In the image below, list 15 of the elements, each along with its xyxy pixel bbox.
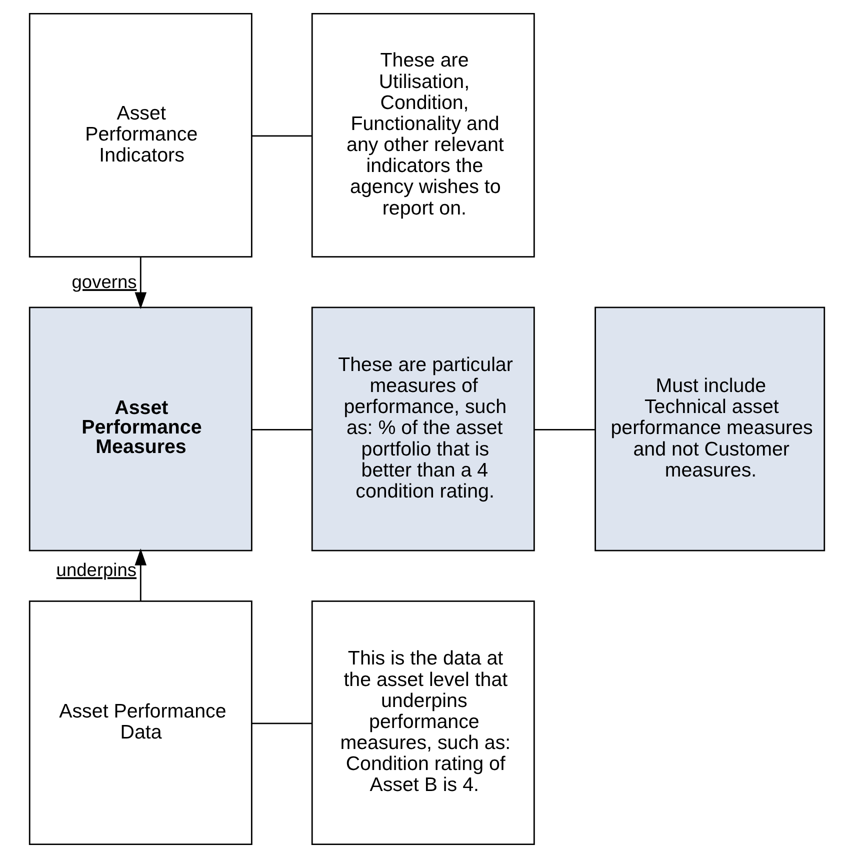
- node-box: These are particular measures of performance, such as: % of the asset portfolio that is better than a 4 condition rating.: [310, 306, 534, 552]
- node-box: Asset Performance Data: [28, 600, 252, 845]
- node-box: Asset Performance Indicators: [28, 13, 252, 258]
- arrow: [134, 256, 146, 310]
- arrow: [134, 548, 146, 601]
- node-box: This is the data at the asset level that underpins performance measures, such as: Condition rating of Asset B is 4.: [310, 600, 534, 845]
- connector: [251, 135, 312, 137]
- edge-label: governs: [71, 271, 136, 292]
- connector: [534, 429, 594, 430]
- connector: [251, 722, 312, 724]
- node-box: Asset Performance Measures: [28, 306, 252, 552]
- node-box: These are Utilisation, Condition, Functionality and any other relevant indicators the agency wishes to report on.: [310, 13, 534, 258]
- node-box: Must include Technical asset performance measures and not Customer measures.: [594, 306, 825, 552]
- edge-label: underpins: [56, 559, 136, 580]
- connector: [251, 429, 312, 430]
